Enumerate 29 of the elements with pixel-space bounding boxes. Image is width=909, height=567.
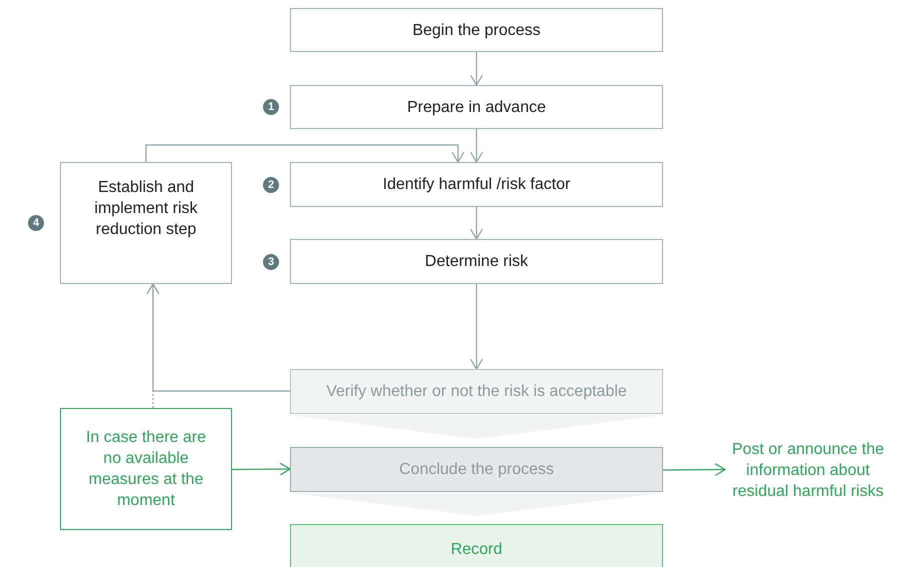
step-number: 3 <box>263 254 279 270</box>
arrow <box>145 144 465 163</box>
box-label: Establish and implement risk reduction step <box>93 178 199 240</box>
process-box <box>290 447 663 492</box>
box-label: Verify whether or not the risk is acceptable <box>326 382 627 402</box>
note-text: Post or announce the information about residual harmful risks <box>731 440 885 502</box>
process-box <box>290 524 663 567</box>
step-number: 1 <box>263 99 279 115</box>
box-label: Identify harmful /risk factor <box>382 175 570 195</box>
process-box <box>290 369 663 414</box>
box-label: Determine risk <box>424 252 528 272</box>
process-box <box>290 8 663 52</box>
arrow <box>232 462 291 476</box>
condition-box <box>60 408 232 530</box>
step-number: 2 <box>263 176 279 192</box>
arrow <box>470 129 484 163</box>
arrow <box>663 462 726 476</box>
step-number: 4 <box>28 215 44 231</box>
box-label: Conclude the process <box>399 460 554 480</box>
arrow <box>470 284 484 370</box>
box-label: Prepare in advance <box>407 98 546 118</box>
arrow <box>470 52 484 86</box>
chevron-arrow <box>290 493 663 516</box>
chevron-arrow <box>290 415 663 439</box>
box-label: In case there are no available measures at the moment <box>84 428 208 511</box>
box-label: Record <box>450 540 502 560</box>
arrow <box>470 207 484 240</box>
arrow <box>146 283 160 408</box>
box-label: Begin the process <box>412 20 541 40</box>
